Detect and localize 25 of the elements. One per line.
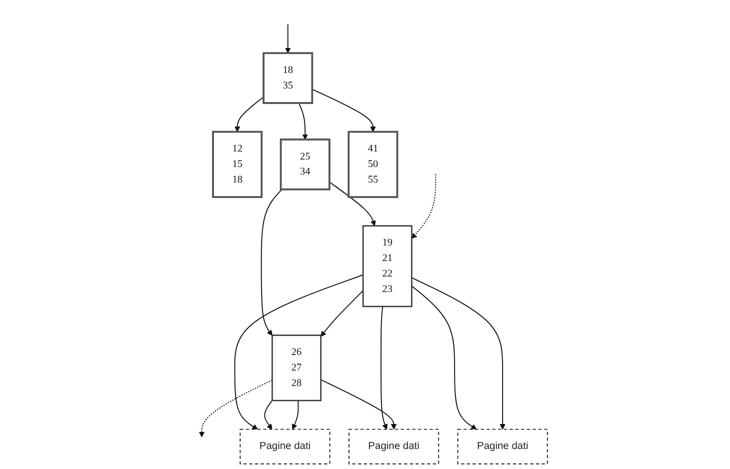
node-box: 18 35 — [262, 52, 314, 104]
arrow — [411, 285, 477, 430]
arrow — [320, 290, 364, 337]
node-box: 41 50 55 — [348, 130, 398, 198]
arrow — [198, 380, 273, 438]
node-box: Pagine dati — [348, 428, 440, 464]
arrow — [298, 102, 308, 140]
arrow — [234, 96, 264, 132]
arrow — [260, 188, 282, 336]
node-box: 26 27 28 — [272, 334, 322, 402]
arrow — [320, 379, 397, 430]
node-box: Pagine dati — [457, 428, 548, 464]
arrow — [411, 174, 436, 239]
arrow — [285, 24, 291, 54]
arrow — [380, 306, 388, 430]
arrow — [292, 400, 299, 430]
node-box: 19 21 22 23 — [362, 225, 412, 308]
arrow — [264, 400, 273, 430]
node-box: 25 34 — [280, 138, 330, 190]
arrow — [312, 88, 376, 132]
node-box: 12 15 18 — [212, 130, 263, 198]
arrow — [411, 277, 506, 430]
node-box: Pagine dati — [240, 428, 330, 464]
arrow — [328, 182, 376, 226]
arrow — [234, 274, 364, 430]
